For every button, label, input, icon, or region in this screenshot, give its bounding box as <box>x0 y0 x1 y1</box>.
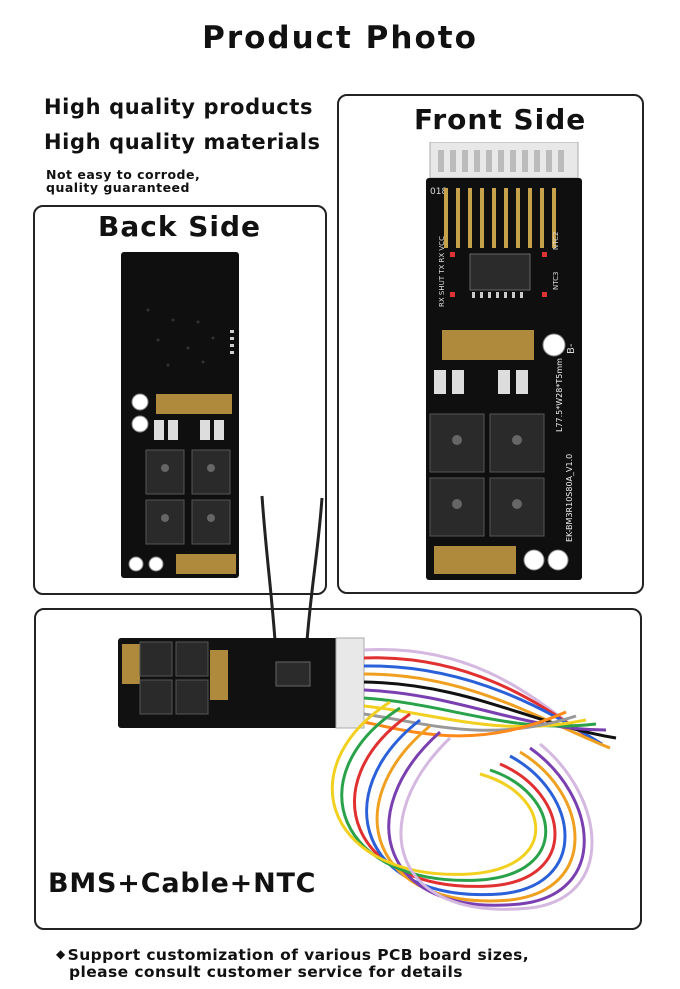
front-side-title: Front Side <box>414 103 587 136</box>
footer-line2: please consult customer service for deta… <box>69 963 463 981</box>
footer-line1: Support customization of various PCB boa… <box>67 946 530 964</box>
highlight-materials: High quality materials <box>44 130 321 154</box>
connector-pin-label: 018 <box>430 187 447 197</box>
model-label: EK-BM3R10S80A_V1.0 <box>565 454 574 542</box>
corrosion-note-line2: quality guaranteed <box>46 180 190 195</box>
ntc3-label: NTC3 <box>552 272 560 290</box>
bundle-image <box>118 495 617 911</box>
header-label: RX SHUT TX RX VCC <box>438 236 446 307</box>
highlight-products: High quality products <box>44 95 314 119</box>
b-minus-label: B- <box>566 343 577 354</box>
corrosion-note: Not easy to corrode, quality guaranteed <box>46 168 200 194</box>
dims-label: L77.5*W28*T5mm <box>555 358 564 432</box>
back-side-title: Back Side <box>98 210 261 243</box>
back-side-board-image <box>121 252 239 578</box>
front-side-board-image: 018 RX SHUT TX RX VCC NTC2 NTC3 B- EK-BM… <box>426 142 582 580</box>
page-title: Product Photo <box>202 20 478 56</box>
bundle-caption: BMS+Cable+NTC <box>48 868 317 899</box>
corrosion-note-line1: Not easy to corrode, <box>46 167 201 182</box>
diamond-bullet-icon: ◆ <box>56 947 66 961</box>
ntc2-label: NTC2 <box>552 232 560 250</box>
customization-note: ◆Support customization of various PCB bo… <box>56 946 529 981</box>
